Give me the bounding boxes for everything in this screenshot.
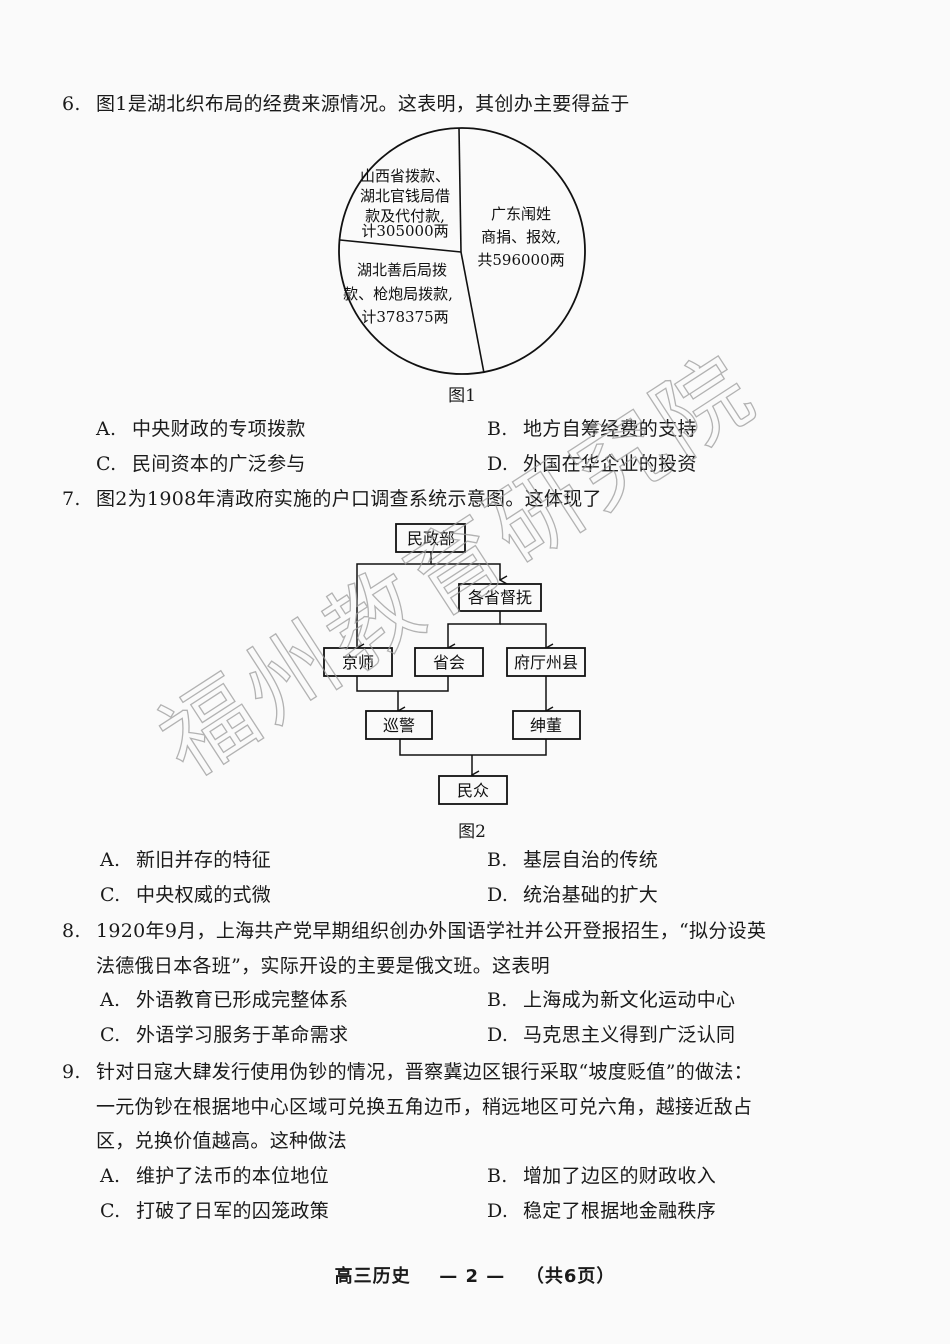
option-6d[interactable]: D.外国在华企业的投资 bbox=[487, 453, 697, 475]
option-8b[interactable]: B.上海成为新文化运动中心 bbox=[487, 989, 736, 1011]
figure-2-caption: 图2 bbox=[458, 822, 486, 842]
svg-text:民政部: 民政部 bbox=[407, 529, 455, 548]
question-9-stem-line-1: 9.针对日寇大肆发行使用伪钞的情况，晋察冀边区银行采取“坡度贬值”的做法： bbox=[62, 1061, 753, 1083]
pie-outline bbox=[338, 127, 586, 375]
footer-total-pages: （共6页） bbox=[525, 1266, 616, 1287]
svg-text:省会: 省会 bbox=[433, 653, 465, 672]
option-7a[interactable]: A.新旧并存的特征 bbox=[100, 849, 272, 871]
option-9d[interactable]: D.稳定了根据地金融秩序 bbox=[487, 1200, 717, 1222]
svg-text:计305000两: 计305000两 bbox=[361, 222, 448, 240]
option-8a[interactable]: A.外语教育已形成完整体系 bbox=[100, 989, 349, 1011]
svg-text:湖北善后局拨: 湖北善后局拨 bbox=[357, 261, 447, 279]
svg-text:绅董: 绅董 bbox=[530, 716, 562, 735]
pie-label-hubei: 湖北善后局拨 款、枪炮局拨款, 计378375两 bbox=[343, 261, 453, 326]
option-7d[interactable]: D.统治基础的扩大 bbox=[487, 884, 659, 906]
option-6b[interactable]: B.地方自筹经费的支持 bbox=[487, 418, 697, 440]
svg-text:湖北官钱局借: 湖北官钱局借 bbox=[360, 187, 450, 205]
footer-page-number: — 2 — bbox=[439, 1266, 506, 1287]
question-8-stem-line-1: 8.1920年9月，上海共产党早期组织创办外国语学社并公开登报招生，“拟分设英 bbox=[62, 920, 767, 942]
figure-1-caption: 图1 bbox=[448, 386, 476, 406]
pie-divider-left bbox=[339, 239, 462, 253]
svg-text:巡警: 巡警 bbox=[383, 716, 415, 735]
pie-chart-figure-1: 广东闱姓 商捐、报效, 共596000两 山西省拨款、 湖北官钱局借 款及代付款… bbox=[338, 127, 586, 375]
option-9c[interactable]: C.打破了日军的囚笼政策 bbox=[100, 1200, 330, 1222]
option-9a[interactable]: A.维护了法币的本位地位 bbox=[100, 1165, 330, 1187]
svg-text:广东闱姓: 广东闱姓 bbox=[491, 205, 551, 223]
question-9-stem-line-3: 区，兑换价值越高。这种做法 bbox=[96, 1130, 347, 1152]
option-7b[interactable]: B.基层自治的传统 bbox=[487, 849, 659, 871]
option-7c[interactable]: C.中央权威的式微 bbox=[100, 884, 272, 906]
flow-diagram-figure-2: 民政部 各省督抚 京师 省会 府厅州县 巡警 绅董 民众 bbox=[323, 523, 586, 805]
question-number: 7. bbox=[62, 488, 81, 510]
footer-subject: 高三历史 bbox=[334, 1266, 411, 1287]
svg-text:款、枪炮局拨款,: 款、枪炮局拨款, bbox=[343, 285, 453, 303]
option-9b[interactable]: B.增加了边区的财政收入 bbox=[487, 1165, 717, 1187]
option-8c[interactable]: C.外语学习服务于革命需求 bbox=[100, 1024, 349, 1046]
pie-divider-top bbox=[458, 127, 462, 253]
pie-divider-bottom bbox=[460, 251, 485, 374]
question-8-stem-line-2: 法德俄日本各班”，实际开设的主要是俄文班。这表明 bbox=[96, 955, 550, 977]
question-number: 8. bbox=[62, 920, 81, 942]
pie-label-guangdong: 广东闱姓 商捐、报效, 共596000两 bbox=[477, 205, 564, 269]
node-dufu bbox=[458, 583, 542, 612]
question-6-stem: 6.图1是湖北织布局的经费来源情况。这表明，其创办主要得益于 bbox=[62, 93, 630, 115]
svg-text:计378375两: 计378375两 bbox=[361, 308, 448, 326]
svg-text:京师: 京师 bbox=[342, 653, 374, 672]
svg-text:府厅州县: 府厅州县 bbox=[514, 653, 578, 672]
node-jingshi bbox=[323, 647, 393, 677]
node-minzhengbu bbox=[395, 523, 466, 553]
svg-text:民众: 民众 bbox=[457, 781, 489, 800]
node-shendong bbox=[512, 710, 581, 740]
svg-text:共596000两: 共596000两 bbox=[477, 251, 564, 269]
question-number: 6. bbox=[62, 93, 81, 115]
question-number: 9. bbox=[62, 1061, 81, 1083]
question-7-stem: 7.图2为1908年清政府实施的户口调查系统示意图。这体现了 bbox=[62, 488, 602, 510]
option-8d[interactable]: D.马克思主义得到广泛认同 bbox=[487, 1024, 736, 1046]
node-shenghui bbox=[414, 647, 484, 677]
node-futingzhouxian bbox=[506, 647, 586, 677]
node-minzhong bbox=[438, 775, 508, 805]
svg-text:商捐、报效,: 商捐、报效, bbox=[481, 228, 561, 246]
option-6a[interactable]: A.中央财政的专项拨款 bbox=[96, 418, 306, 440]
node-xunjing bbox=[365, 710, 433, 740]
question-9-stem-line-2: 一元伪钞在根据地中心区域可兑换五角边币，稍远地区可兑六角，越接近敌占 bbox=[96, 1096, 753, 1118]
svg-text:山西省拨款、: 山西省拨款、 bbox=[360, 167, 450, 185]
svg-text:款及代付款,: 款及代付款, bbox=[365, 207, 445, 225]
svg-text:各省督抚: 各省督抚 bbox=[468, 588, 532, 607]
option-6c[interactable]: C.民间资本的广泛参与 bbox=[96, 453, 306, 475]
pie-label-shanxi: 山西省拨款、 湖北官钱局借 款及代付款, 计305000两 bbox=[360, 167, 450, 240]
page-footer: 高三历史 — 2 — （共6页） bbox=[0, 1262, 950, 1288]
